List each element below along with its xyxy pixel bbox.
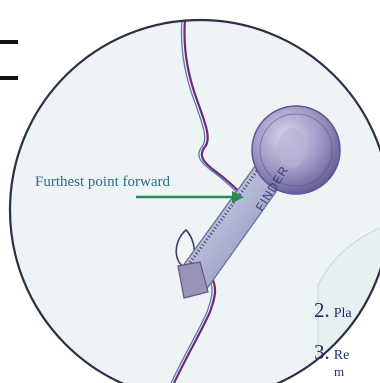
step-2-text: Pla (334, 306, 352, 321)
marker-bar-bottom (0, 76, 18, 80)
furthest-point-label: Furthest point forward (35, 174, 170, 191)
marker-bar-top (0, 40, 18, 44)
step-3-number: 3. (314, 340, 330, 364)
step-2: 2. Pla (314, 298, 352, 323)
step-3-continuation: m (334, 364, 344, 380)
step-3: 3. Re (314, 340, 349, 365)
step-3-text: Re (334, 348, 350, 363)
coin-face (278, 128, 306, 168)
step-2-number: 2. (314, 298, 330, 322)
